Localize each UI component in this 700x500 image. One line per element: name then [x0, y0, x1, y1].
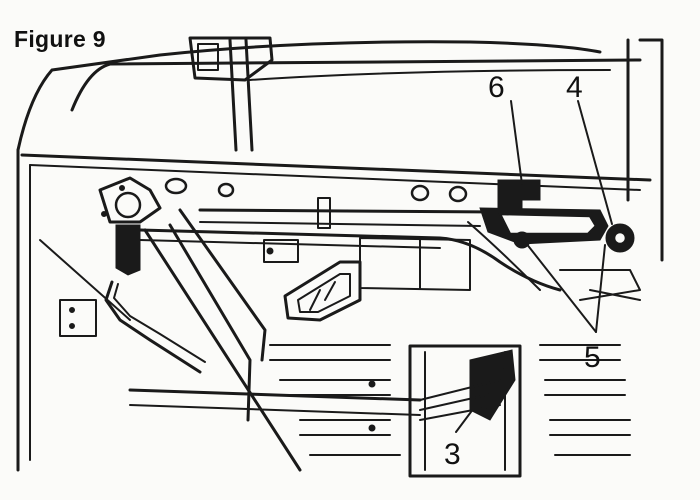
callout-labels: 6 4 5 3	[444, 71, 601, 471]
connecting-rods	[138, 221, 562, 292]
callout-4: 4	[566, 71, 583, 104]
door-window-frame	[16, 38, 664, 472]
leader-lines	[455, 100, 613, 433]
latch-assembly	[98, 176, 206, 374]
callout-6: 6	[488, 71, 505, 104]
leader-6	[510, 100, 523, 185]
inner-handle-linkage	[408, 344, 522, 478]
leader-3	[455, 368, 504, 433]
leader-4	[577, 100, 613, 225]
leader-5a	[521, 237, 597, 333]
figure-title: Figure 9	[14, 26, 106, 52]
callout-5: 5	[584, 341, 601, 374]
mirror-mount	[188, 36, 274, 152]
inner-panel	[39, 177, 631, 472]
callout-3: 3	[444, 438, 461, 471]
remote-control-mechanism	[479, 179, 641, 301]
leader-5b	[595, 244, 606, 333]
